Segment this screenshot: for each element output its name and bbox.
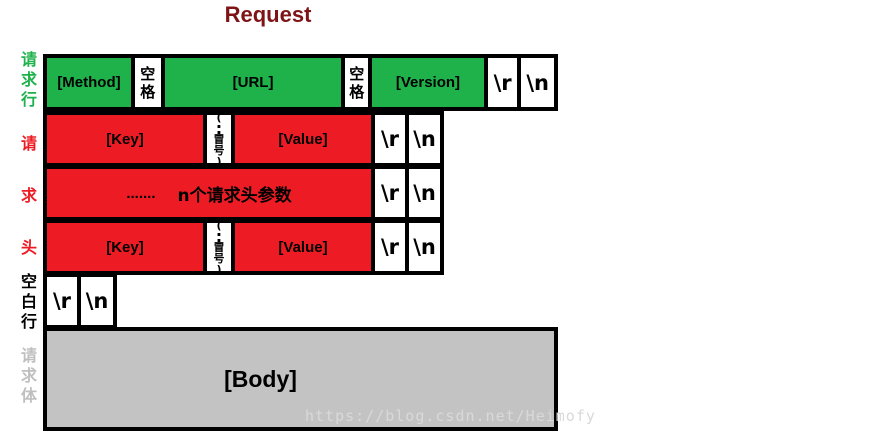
diagram-title: Request bbox=[224, 2, 312, 27]
header-value-cell: [Value] bbox=[235, 115, 375, 163]
header-row: ....... n个请求头参数 \r \n bbox=[43, 165, 444, 221]
space-char: 格 bbox=[140, 82, 156, 101]
side-char: 求 bbox=[20, 366, 37, 385]
cr-cell: \r bbox=[487, 58, 522, 107]
colon-note-char: 号 bbox=[213, 251, 225, 265]
lf-cell: \n bbox=[409, 115, 440, 163]
lf-cell: \n bbox=[81, 277, 113, 325]
method-cell: [Method] bbox=[47, 58, 135, 107]
cr-cell: \r bbox=[375, 115, 409, 163]
header-params-cell: ....... n个请求头参数 bbox=[47, 169, 375, 217]
side-char: 求 bbox=[20, 70, 37, 89]
header-key-cell: [Key] bbox=[47, 115, 207, 163]
lf-cell: \n bbox=[521, 58, 554, 107]
colon-note-char: 冒 bbox=[213, 240, 225, 254]
lf-cell: \n bbox=[409, 223, 440, 271]
colon-note-char: 冒 bbox=[213, 132, 225, 146]
lf-cell: \n bbox=[409, 169, 440, 217]
colon-cell: ( : 冒 号 ) bbox=[207, 115, 235, 163]
side-char: 行 bbox=[20, 312, 37, 331]
side-label-header-1: 请 bbox=[14, 134, 44, 154]
colon-note-char: 号 bbox=[213, 143, 225, 157]
body-row: [Body] bbox=[43, 327, 558, 431]
colon-note-char: ) bbox=[216, 154, 222, 164]
blank-line-row: \r \n bbox=[43, 273, 117, 329]
side-char: 请 bbox=[20, 346, 37, 365]
header-row: [Key] ( : 冒 号 ) [Value] \r \n bbox=[43, 111, 444, 167]
side-char: 求 bbox=[20, 186, 37, 205]
space-char: 格 bbox=[349, 82, 365, 101]
side-label-request-line: 请 求 行 bbox=[14, 50, 44, 110]
header-value-cell: [Value] bbox=[235, 223, 375, 271]
side-label-body: 请 求 体 bbox=[14, 346, 44, 406]
colon-note-char: ( bbox=[216, 223, 222, 232]
side-label-blank-line: 空 白 行 bbox=[14, 272, 44, 332]
cr-cell: \r bbox=[375, 169, 409, 217]
header-params-text: n个请求头参数 bbox=[177, 185, 292, 206]
colon-cell: ( : 冒 号 ) bbox=[207, 223, 235, 271]
side-char: 请 bbox=[20, 50, 37, 69]
colon-char: : bbox=[215, 226, 223, 246]
side-label-header-3: 头 bbox=[14, 238, 44, 258]
colon-note-char: ( bbox=[216, 115, 222, 124]
side-char: 白 bbox=[20, 292, 37, 311]
url-cell: [URL] bbox=[164, 58, 346, 107]
side-label-header-2: 求 bbox=[14, 186, 44, 206]
header-key-cell: [Key] bbox=[47, 223, 207, 271]
colon-note-char: ) bbox=[216, 262, 222, 272]
side-char: 行 bbox=[20, 90, 37, 109]
space-cell: 空 格 bbox=[134, 58, 165, 107]
cr-cell: \r bbox=[375, 223, 409, 271]
version-cell: [Version] bbox=[372, 58, 488, 107]
colon-char: : bbox=[215, 118, 223, 138]
ellipsis-text: ....... bbox=[126, 184, 156, 202]
cr-cell: \r bbox=[47, 277, 81, 325]
space-char: 空 bbox=[349, 64, 365, 83]
space-cell: 空 格 bbox=[345, 58, 373, 107]
body-cell: [Body] bbox=[47, 331, 554, 427]
side-char: 请 bbox=[20, 134, 37, 153]
space-char: 空 bbox=[140, 64, 156, 83]
watermark-text: https://blog.csdn.net/Heimofy bbox=[305, 407, 596, 425]
header-row: [Key] ( : 冒 号 ) [Value] \r \n bbox=[43, 219, 444, 275]
request-line-row: [Method] 空 格 [URL] 空 格 [Version] \r \n bbox=[43, 54, 558, 111]
side-char: 空 bbox=[20, 272, 37, 291]
side-char: 头 bbox=[20, 238, 37, 257]
side-char: 体 bbox=[20, 386, 37, 405]
